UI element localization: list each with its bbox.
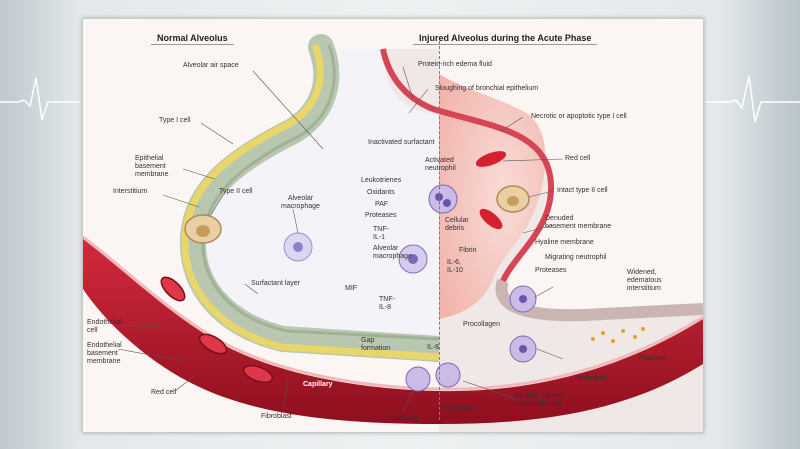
activated-neutrophil-shape <box>428 184 458 214</box>
label-hyaline-membrane: Hyaline membrane <box>535 239 594 246</box>
leader-lines-left <box>117 70 324 410</box>
label-type-ii-cell: Type II cell <box>219 188 253 195</box>
label-intact-type-ii-cell: Intact type II cell <box>557 187 608 194</box>
left-background-strip <box>0 0 80 449</box>
label-neutrophil-right: Neutrophil <box>575 375 607 382</box>
red-cell-shape <box>198 333 228 355</box>
label-tnf-il8: TNF-IL-8 <box>379 296 395 311</box>
label-platelets: Platelets <box>639 355 666 362</box>
red-cell-right-shape <box>475 151 507 167</box>
panel-divider <box>439 41 440 420</box>
label-red-cell-right: Red cell <box>565 155 591 162</box>
label-interstitium: Interstitium <box>113 188 148 195</box>
label-tnf-il1: TNF-IL-1 <box>373 226 389 241</box>
label-il6-il10: IL-6,IL-10 <box>447 259 463 274</box>
injured-epithelium-layer <box>380 48 555 283</box>
diagram-panel: Normal Alveolus Injured Alveolus during … <box>82 18 704 433</box>
platelets-shape <box>591 327 645 343</box>
red-cell-shape <box>160 276 186 302</box>
injured-alveolus-title: Injured Alveolus during the Acute Phase <box>413 33 598 45</box>
normal-alveolus-title: Normal Alveolus <box>151 33 234 45</box>
ecg-line-left <box>0 77 80 121</box>
label-fibroblast-right: Fibroblast <box>387 415 418 422</box>
label-fibroblast-left: Fibroblast <box>261 413 292 420</box>
alveolus-illustration <box>83 34 703 432</box>
leader-lines-right <box>402 66 564 412</box>
capillary-vessel <box>83 239 703 424</box>
ecg-line-right <box>705 75 800 123</box>
alveolar-air-space-region <box>190 49 439 354</box>
epithelial-basement-membrane-line <box>201 44 440 341</box>
label-oxidants: Oxidants <box>367 189 395 196</box>
label-sloughing-bronchial-epithelium: Sloughing of bronchial epithelium <box>435 85 539 92</box>
label-proteases-right: Proteases <box>535 267 567 274</box>
label-alveolar-air-space: Alveolar air space <box>183 62 239 69</box>
label-protein-rich-edema-fluid: Protein-rich edema fluid <box>418 61 492 68</box>
label-leukotrienes: Leukotrienes <box>361 177 402 184</box>
label-neutrophil-bottom: Neutrophil <box>443 405 475 412</box>
label-red-cell-left: Red cell <box>151 389 177 396</box>
label-il-8: IL-8 <box>427 344 440 351</box>
label-type-i-cell: Type I cell <box>159 117 191 124</box>
red-cell-shape <box>242 364 274 384</box>
label-fibrin: Fibrin <box>459 247 477 254</box>
endothelium-line <box>83 235 703 391</box>
label-proteases: Proteases <box>365 212 397 219</box>
label-inactivated-surfactant: Inactivated surfactant <box>368 139 435 146</box>
label-capillary: Capillary <box>303 381 333 388</box>
label-migrating-neutrophil: Migrating neutrophil <box>545 254 607 261</box>
epithelium-layer <box>181 43 440 361</box>
label-paf: PAF <box>375 201 389 208</box>
right-background-strip <box>705 0 800 449</box>
interstitium-band <box>179 34 452 362</box>
neutrophil-bottom-shape <box>405 366 431 392</box>
label-procollagen: Procollagen <box>463 321 500 328</box>
label-necrotic-type-i-cell: Necrotic or apoptotic type I cell <box>531 113 627 120</box>
label-mif: MIF <box>345 285 358 292</box>
label-surfactant-layer: Surfactant layer <box>251 280 301 287</box>
